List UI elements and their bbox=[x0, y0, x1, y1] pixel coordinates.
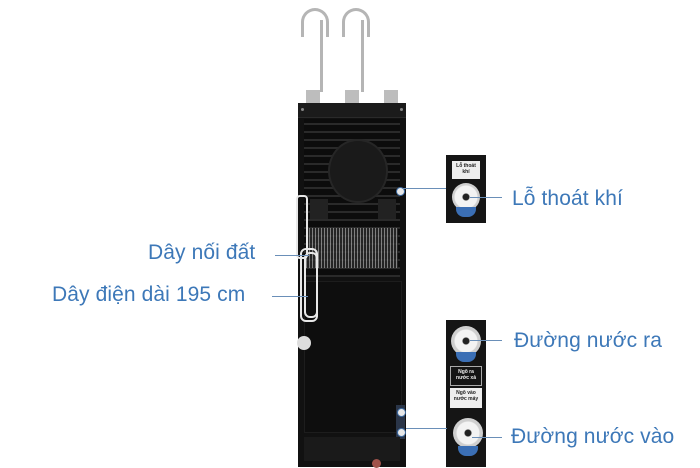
water-ports-detail: Ngõ ra nước xả Ngõ vào nước máy bbox=[446, 320, 486, 467]
callout-line bbox=[472, 437, 502, 438]
fitting-collar bbox=[456, 207, 476, 217]
screw-icon bbox=[400, 108, 403, 111]
callout-water-inlet: Đường nước vào bbox=[511, 425, 675, 448]
air-vent-detail: Lỗ thoát khí bbox=[446, 155, 486, 223]
power-cord-coil bbox=[304, 252, 318, 318]
screw-icon bbox=[301, 108, 304, 111]
water-inlet-fitting bbox=[453, 418, 483, 448]
faucet-left-stem bbox=[320, 20, 323, 92]
tap-inlet-tag: Ngõ vào nước máy bbox=[450, 388, 482, 408]
faucet-right bbox=[342, 8, 370, 37]
fitting-collar bbox=[458, 446, 478, 456]
callout-line bbox=[272, 296, 308, 297]
drain-valve bbox=[372, 459, 381, 468]
callout-line bbox=[470, 340, 502, 341]
power-plug-icon bbox=[297, 336, 311, 350]
valve-knob bbox=[384, 90, 398, 103]
callout-water-outlet: Đường nước ra bbox=[514, 329, 663, 352]
faucet-left bbox=[301, 8, 329, 37]
callout-air-vent: Lỗ thoát khí bbox=[512, 187, 623, 210]
lower-panel bbox=[304, 281, 402, 433]
air-vent-tag: Lỗ thoát khí bbox=[452, 161, 480, 179]
callout-line bbox=[406, 428, 447, 429]
bracket bbox=[310, 199, 328, 219]
base-plate bbox=[304, 437, 400, 461]
bracket bbox=[378, 199, 396, 219]
callout-line bbox=[275, 255, 309, 256]
cooling-coil bbox=[328, 139, 388, 203]
drain-outlet-tag: Ngõ ra nước xả bbox=[450, 366, 482, 386]
ground-wire bbox=[296, 195, 308, 259]
callout-line bbox=[470, 197, 502, 198]
valve-knob bbox=[345, 90, 359, 103]
callout-line bbox=[402, 188, 447, 189]
water-inlet-port bbox=[397, 428, 406, 437]
heat-sink bbox=[306, 228, 398, 268]
faucet-right-stem bbox=[361, 20, 364, 92]
valve-knob bbox=[306, 90, 320, 103]
callout-power-cord: Dây điện dài 195 cm bbox=[52, 283, 246, 306]
fitting-collar bbox=[456, 352, 476, 362]
callout-ground-wire: Dây nối đất bbox=[148, 241, 256, 264]
water-outlet-fitting bbox=[451, 326, 481, 356]
air-vent-port bbox=[396, 187, 405, 196]
purifier-back-body bbox=[298, 103, 406, 468]
water-outlet-port bbox=[397, 408, 406, 417]
unit-top-plate bbox=[298, 103, 406, 118]
water-port-panel bbox=[396, 405, 405, 439]
